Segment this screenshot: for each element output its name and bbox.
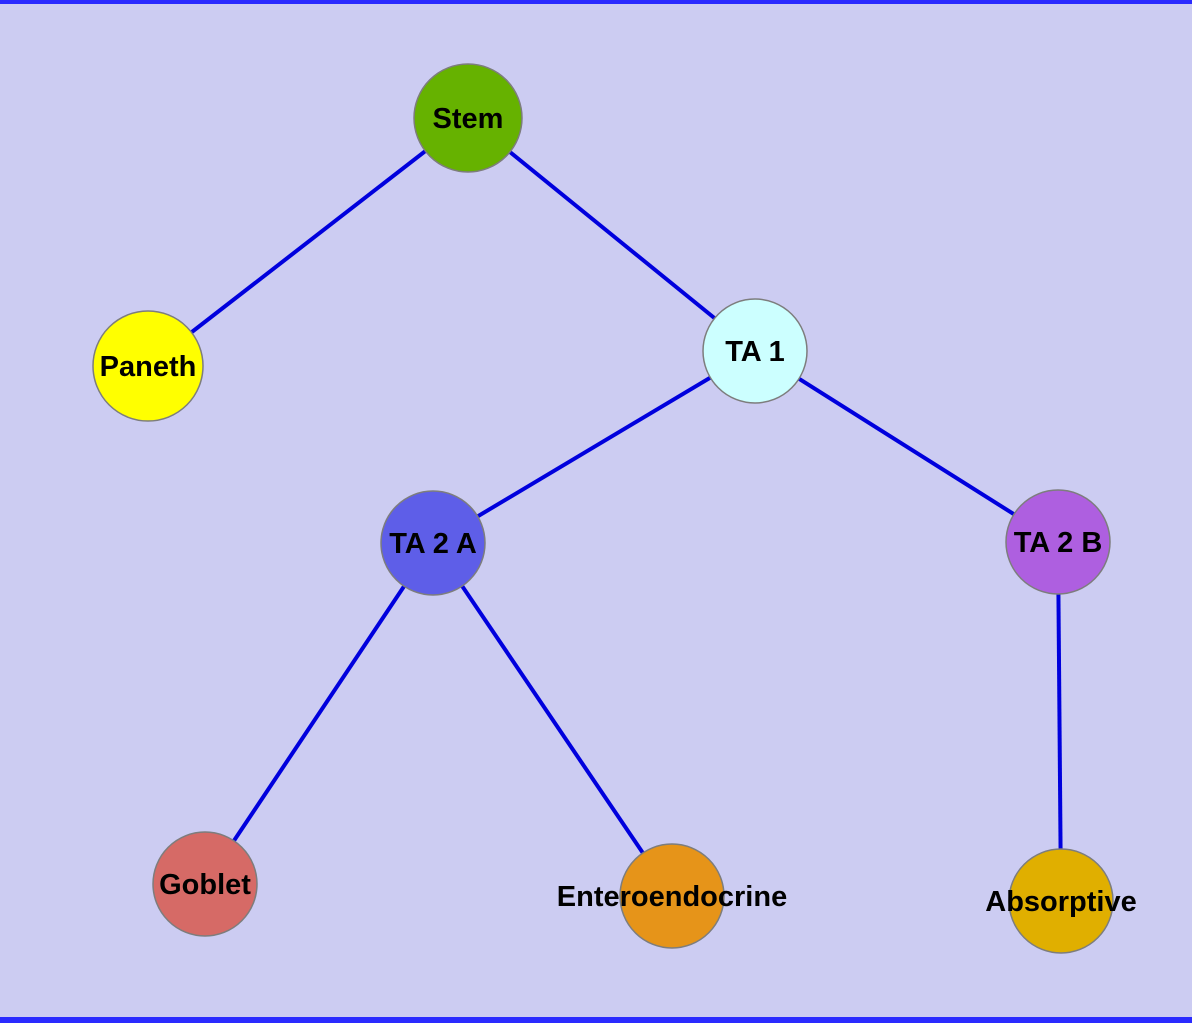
node-circle-stem[interactable] (413, 63, 523, 173)
edge-ta2a-entero (431, 541, 674, 898)
node-ta1[interactable]: TA 1 (702, 298, 808, 404)
node-label-ta2a: TA 2 A (389, 528, 477, 560)
node-goblet[interactable]: Goblet (152, 831, 258, 937)
edge-stem-ta1 (466, 116, 757, 353)
node-absorptive[interactable]: Absorptive (985, 848, 1137, 954)
edge-ta2a-goblet (203, 541, 435, 886)
node-entero[interactable]: Enteroendocrine (557, 843, 787, 949)
node-paneth[interactable]: Paneth (92, 310, 204, 422)
edge-ta1-ta2a (431, 349, 757, 545)
node-ta2b[interactable]: TA 2 B (1005, 489, 1111, 595)
bottom-border-line (0, 1017, 1192, 1023)
node-label-absorptive: Absorptive (985, 886, 1136, 918)
node-label-stem: Stem (433, 103, 504, 135)
node-circle-absorptive[interactable] (1008, 848, 1114, 954)
node-circle-ta1[interactable] (702, 298, 808, 404)
node-label-ta1: TA 1 (725, 336, 785, 368)
node-label-ta2b: TA 2 B (1014, 527, 1103, 559)
edge-stem-paneth (146, 116, 470, 368)
edge-ta2b-absorptive (1056, 541, 1063, 902)
node-circle-ta2b[interactable] (1005, 489, 1111, 595)
node-stem[interactable]: Stem (413, 63, 523, 173)
node-ta2a[interactable]: TA 2 A (380, 490, 486, 596)
edge-ta1-ta2b (753, 349, 1060, 544)
node-circle-ta2a[interactable] (380, 490, 486, 596)
node-circle-paneth[interactable] (92, 310, 204, 422)
node-label-goblet: Goblet (159, 869, 251, 901)
node-label-entero: Enteroendocrine (557, 881, 787, 913)
node-circle-goblet[interactable] (152, 831, 258, 937)
node-circle-entero[interactable] (619, 843, 725, 949)
node-label-paneth: Paneth (100, 351, 197, 383)
top-border-line (0, 0, 1192, 4)
